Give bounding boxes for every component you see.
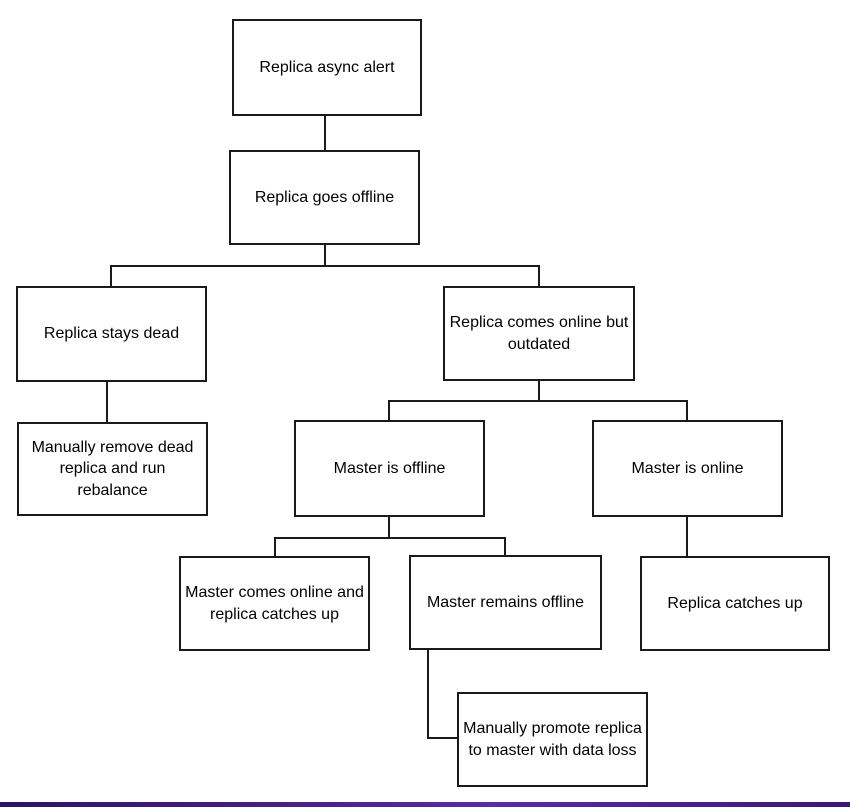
node-label: Replica comes online but outdated (449, 314, 629, 353)
node-label: Replica catches up (667, 594, 803, 612)
connector-line (110, 265, 540, 267)
node-master-is-online: Master is online (592, 420, 783, 517)
node-replica-catches-up: Replica catches up (640, 556, 830, 651)
node-label: Replica stays dead (43, 325, 180, 343)
node-label: Master comes online and replica catches … (185, 584, 364, 623)
connector-line (427, 650, 429, 739)
node-label: Replica goes offline (254, 188, 395, 206)
node-label: Manually promote replica to master with … (463, 720, 642, 759)
node-label: Master is offline (333, 459, 446, 477)
node-label: Master is online (631, 459, 744, 477)
connector-line (106, 382, 108, 422)
node-replica-comes-online-but-outdated: Replica comes online but outdated (443, 286, 635, 381)
node-master-comes-online-replica-catches-up: Master comes online and replica catches … (179, 556, 370, 651)
node-label: Replica async alert (259, 58, 395, 76)
connector-line (388, 400, 390, 420)
connector-line (110, 265, 112, 286)
node-label: Manually remove dead replica and run reb… (31, 439, 194, 499)
node-master-is-offline: Master is offline (294, 420, 485, 517)
node-master-remains-offline: Master remains offline (409, 555, 602, 650)
connector-line (538, 265, 540, 286)
node-replica-goes-offline: Replica goes offline (229, 150, 420, 245)
node-manually-remove-dead-replica: Manually remove dead replica and run reb… (17, 422, 208, 516)
connector-line (388, 400, 688, 402)
connector-line (427, 737, 457, 739)
connector-line (686, 400, 688, 420)
node-replica-stays-dead: Replica stays dead (16, 286, 207, 382)
connector-line (388, 517, 390, 539)
node-manually-promote-replica: Manually promote replica to master with … (457, 692, 648, 787)
connector-line (538, 381, 540, 402)
connector-line (324, 116, 326, 150)
connector-line (274, 537, 276, 556)
window-bottom-edge-bar (0, 802, 850, 807)
connector-line (324, 245, 326, 267)
node-label: Master remains offline (426, 593, 585, 611)
connector-line (686, 517, 688, 556)
connector-line (274, 537, 506, 539)
node-replica-async-alert: Replica async alert (232, 19, 422, 116)
connector-line (504, 537, 506, 555)
